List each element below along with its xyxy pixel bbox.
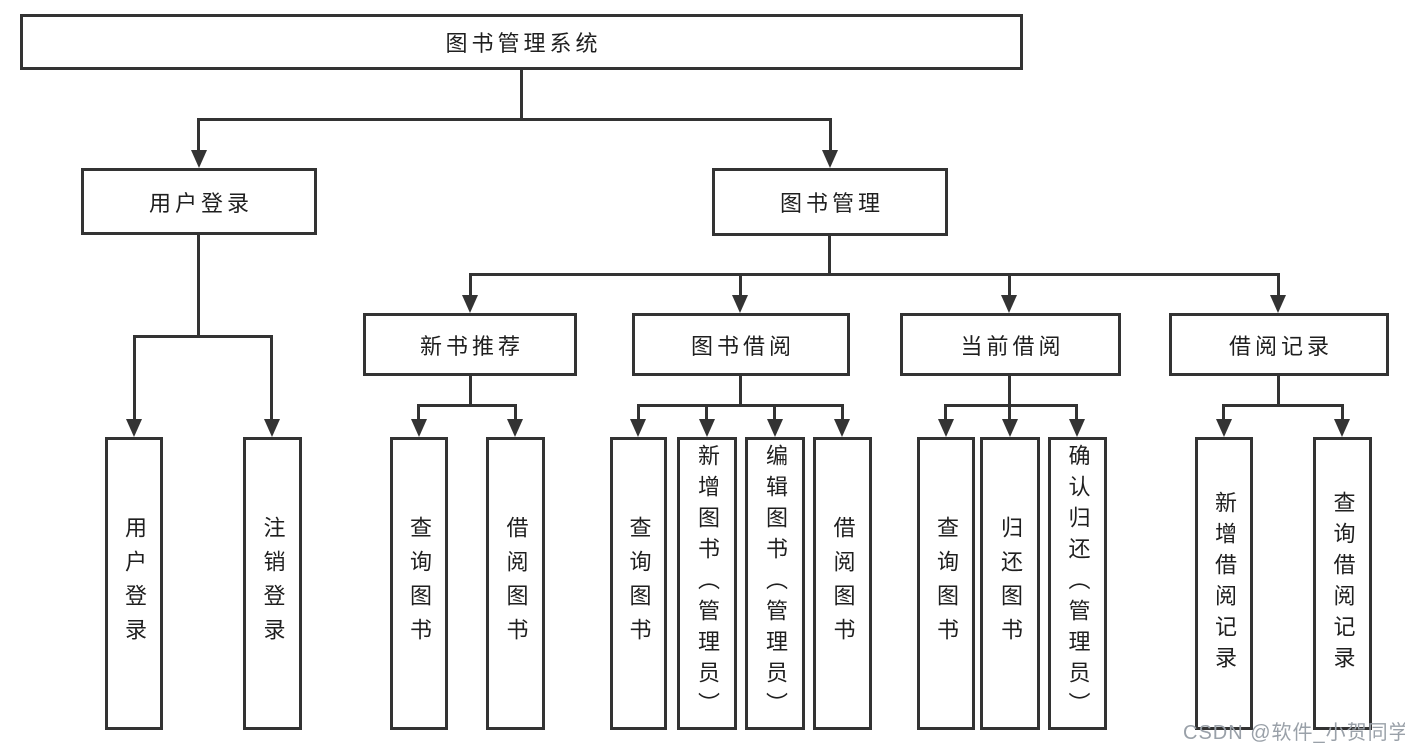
- arrow-down-icon: [507, 419, 523, 437]
- leaf-return-books: 归还图书: [980, 437, 1040, 730]
- connector-line: [417, 404, 420, 422]
- leaf-borrow-books: 借阅图书: [813, 437, 872, 730]
- connector-line: [1277, 273, 1280, 299]
- leaf-add-borrow-record: 新增借阅记录: [1195, 437, 1253, 730]
- connector-line: [1008, 376, 1011, 407]
- connector-line: [944, 404, 947, 422]
- connector-line: [1277, 376, 1280, 407]
- node-borrowing-records: 借阅记录: [1169, 313, 1389, 376]
- node-user-login: 用户登录: [81, 168, 317, 235]
- connector-line: [469, 376, 472, 407]
- leaf-query-books-current: 查询图书: [917, 437, 975, 730]
- node-label: 新书推荐: [419, 333, 524, 359]
- connector-line: [469, 273, 472, 299]
- connector-line: [1222, 404, 1343, 407]
- arrow-down-icon: [126, 419, 142, 437]
- connector-line: [739, 273, 742, 299]
- node-book-management: 图书管理: [712, 168, 948, 236]
- connector-line: [1222, 404, 1225, 422]
- connector-line: [197, 118, 200, 152]
- arrow-down-icon: [1001, 295, 1017, 313]
- connector-line: [270, 335, 273, 421]
- arrow-down-icon: [1002, 419, 1018, 437]
- connector-line: [514, 404, 517, 422]
- leaf-borrow-books-recommend: 借阅图书: [486, 437, 545, 730]
- arrow-down-icon: [834, 419, 850, 437]
- arrow-down-icon: [264, 419, 280, 437]
- node-label: 当前借阅: [960, 333, 1065, 359]
- node-label: 用户登录: [148, 190, 253, 216]
- connector-line: [828, 236, 831, 276]
- connector-line: [1341, 404, 1344, 422]
- connector-line: [197, 118, 832, 121]
- arrow-down-icon: [1069, 419, 1085, 437]
- connector-line: [1075, 404, 1078, 422]
- node-label: 图书管理: [779, 191, 884, 216]
- node-label: 借阅记录: [1228, 333, 1333, 359]
- arrow-down-icon: [1270, 295, 1286, 313]
- node-new-book-recommendation: 新书推荐: [363, 313, 577, 376]
- connector-line: [417, 404, 517, 407]
- leaf-add-books-admin: 新增图书（管理员）: [677, 437, 737, 730]
- connector-line: [773, 404, 776, 422]
- leaf-query-books-borrowing: 查询图书: [610, 437, 667, 730]
- csdn-watermark: CSDN @软件_小贺同学: [1183, 722, 1405, 744]
- node-library-management-system: 图书管理系统: [20, 14, 1023, 70]
- connector-line: [637, 404, 640, 422]
- arrow-down-icon: [732, 295, 748, 313]
- leaf-query-borrow-record: 查询借阅记录: [1313, 437, 1372, 730]
- leaf-user-login: 用户登录: [105, 437, 163, 730]
- node-label: 图书借阅: [690, 333, 795, 359]
- connector-line: [637, 404, 843, 407]
- node-current-borrowing: 当前借阅: [900, 313, 1121, 376]
- arrow-down-icon: [822, 150, 838, 168]
- arrow-down-icon: [699, 419, 715, 437]
- connector-line: [944, 404, 1078, 407]
- connector-line: [133, 335, 273, 338]
- node-label: 图书管理系统: [445, 31, 602, 56]
- connector-line: [133, 335, 136, 421]
- arrow-down-icon: [1334, 419, 1350, 437]
- leaf-confirm-return-admin: 确认归还（管理员）: [1048, 437, 1107, 730]
- arrow-down-icon: [191, 150, 207, 168]
- arrow-down-icon: [938, 419, 954, 437]
- connector-line: [829, 118, 832, 152]
- arrow-down-icon: [411, 419, 427, 437]
- arrow-down-icon: [1216, 419, 1232, 437]
- leaf-edit-books-admin: 编辑图书（管理员）: [745, 437, 805, 730]
- node-book-borrowing: 图书借阅: [632, 313, 850, 376]
- leaf-query-books-recommend: 查询图书: [390, 437, 448, 730]
- connector-line: [841, 404, 844, 422]
- arrow-down-icon: [630, 419, 646, 437]
- connector-line: [739, 376, 742, 407]
- arrow-down-icon: [767, 419, 783, 437]
- leaf-logout: 注销登录: [243, 437, 302, 730]
- connector-line: [705, 404, 708, 422]
- connector-line: [520, 70, 523, 120]
- connector-line: [1008, 273, 1011, 299]
- connector-line: [1008, 404, 1011, 422]
- arrow-down-icon: [462, 295, 478, 313]
- connector-line: [470, 273, 1280, 276]
- connector-line: [197, 235, 200, 338]
